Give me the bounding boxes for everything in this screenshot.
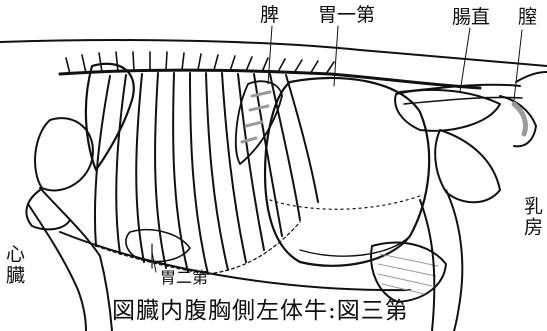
hindlimb (446, 190, 462, 331)
label-vagina: 膣 (518, 8, 537, 27)
pelvis (395, 90, 500, 131)
spine (60, 70, 480, 88)
rumen (265, 78, 429, 266)
ribs (95, 73, 318, 274)
label-spleen: 脾 (260, 6, 279, 25)
label-heart: 心臓 (4, 244, 23, 286)
label-rectum: 腸直 (452, 8, 490, 27)
belly-outline (60, 232, 410, 290)
label-rumen: 胃一第 (318, 6, 375, 25)
ischium (435, 130, 500, 202)
vagina (500, 96, 536, 146)
figure-caption: 図臓内腹胸側左体牛:図三第 (112, 300, 409, 323)
leader-lines (152, 26, 522, 272)
humerus (35, 118, 93, 190)
label-udder: 乳房 (522, 196, 541, 238)
tail (516, 72, 547, 82)
label-reticulum: 胃二第 (160, 270, 208, 286)
forelimb (40, 188, 112, 331)
